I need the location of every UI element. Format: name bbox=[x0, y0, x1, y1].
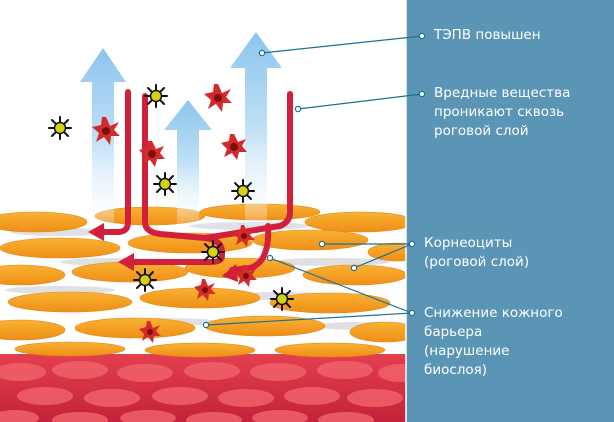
microbe-icon bbox=[48, 116, 72, 140]
microbe-icon bbox=[153, 172, 177, 196]
arrow-up-icon bbox=[164, 100, 212, 225]
corneocytes bbox=[0, 203, 429, 358]
microbe-icon bbox=[144, 84, 168, 108]
label-barrier-reduction: Снижение кожного барьера (нарушение биос… bbox=[424, 305, 563, 378]
microbe-icon bbox=[270, 287, 294, 311]
bacteria-icon bbox=[139, 141, 165, 167]
penetration-arrows bbox=[97, 89, 293, 273]
leader-dots bbox=[202, 32, 426, 329]
label-corneocytes: Корнеоциты (роговой слой) bbox=[424, 235, 530, 270]
bacteria-icon bbox=[233, 225, 255, 247]
bacteria-icon bbox=[221, 134, 247, 160]
tepv-arrows bbox=[80, 32, 282, 230]
label-tepv: ТЭПВ повышен bbox=[434, 27, 541, 43]
bacteria-icon bbox=[204, 84, 232, 112]
arrow-up-icon bbox=[230, 32, 282, 225]
penetration-arrowheads bbox=[88, 223, 238, 282]
microbe-icon bbox=[231, 179, 255, 203]
label-harmful-substances: Вредные вещества проникают сквозь рогово… bbox=[434, 85, 571, 139]
bacteria-icon bbox=[92, 117, 120, 145]
bacteria-icon bbox=[235, 265, 257, 287]
bacteria-icon bbox=[139, 321, 161, 343]
legend-panel bbox=[406, 0, 614, 422]
microbe-icon bbox=[201, 240, 225, 264]
bacteria bbox=[92, 84, 257, 343]
bacteria-icon bbox=[194, 279, 216, 301]
arrow-up-icon bbox=[80, 48, 126, 230]
microbes bbox=[48, 84, 294, 311]
microbe-icon bbox=[133, 268, 157, 292]
leader-lines bbox=[205, 35, 423, 326]
